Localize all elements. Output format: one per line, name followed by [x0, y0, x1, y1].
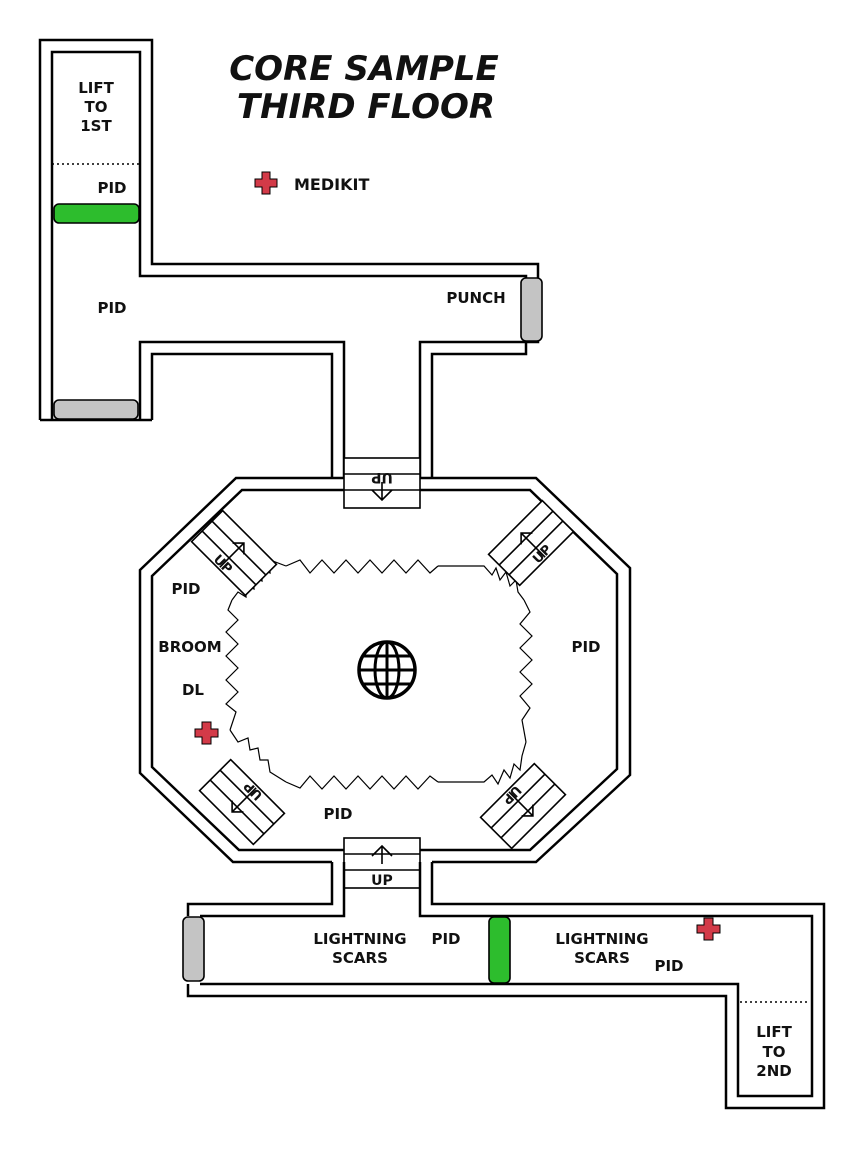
inner-zigzag-walls [225, 559, 533, 790]
broom-label: BROOM [158, 638, 221, 656]
pid-label-lower-1: PID [431, 930, 460, 948]
green-door-lift1[interactable] [53, 203, 140, 224]
lower-corridor-walls [186, 862, 826, 1110]
lightning-scars-2-line1: LIGHTNING [555, 930, 648, 948]
lift-to-1st-line2: TO [85, 98, 108, 116]
lift-to-2nd-line3: 2ND [756, 1062, 791, 1080]
medical-cross-icon[interactable] [696, 917, 721, 941]
stairs-bottom-left[interactable]: UP [198, 758, 286, 846]
stairs-top-right[interactable]: UP [487, 499, 575, 587]
legend-medikit-label: MEDIKIT [294, 175, 369, 194]
lift-to-2nd-line1: LIFT [756, 1023, 792, 1041]
bottom-stairs[interactable]: UP [343, 837, 421, 889]
lift-to-2nd-line2: TO [763, 1043, 786, 1061]
dl-label: DL [182, 681, 204, 699]
lightning-scars-2-line2: SCARS [574, 949, 630, 967]
medical-cross-icon[interactable] [194, 721, 219, 745]
lightning-scars-1-line1: LIGHTNING [313, 930, 406, 948]
pid-label-lift1: PID [97, 179, 126, 197]
stairs-bottom-right[interactable]: UP [479, 762, 567, 850]
lightning-scars-1-line2: SCARS [332, 949, 388, 967]
map-title-line2: THIRD FLOOR [237, 87, 495, 127]
lift-to-1st-line3: 1ST [80, 117, 112, 135]
gray-door-lower-left[interactable] [53, 399, 139, 420]
octagon-room-walls [138, 476, 632, 864]
stairs-top-left[interactable]: UP [190, 509, 278, 597]
bottom-stairs-up-label: UP [371, 873, 393, 889]
punch-label: PUNCH [446, 289, 505, 307]
lift-to-1st-line1: LIFT [78, 79, 114, 97]
green-door-lower-corridor[interactable] [488, 916, 511, 984]
globe-icon[interactable] [357, 640, 417, 700]
top-stairs-up-label: UP [371, 469, 393, 485]
pid-label-oct-bottom: PID [323, 805, 352, 823]
pid-label-oct-left: PID [171, 580, 200, 598]
pid-label-lower-2: PID [654, 957, 683, 975]
pid-label-oct-right: PID [571, 638, 600, 656]
top-stairs[interactable]: UP [343, 457, 421, 509]
map-title-line1: CORE SAMPLE [229, 49, 499, 89]
stairs-arrow-icon [371, 482, 393, 502]
pid-label-corridor: PID [97, 299, 126, 317]
gray-door-punch[interactable] [520, 277, 543, 342]
gray-door-lower-corridor[interactable] [182, 916, 205, 982]
legend-medikit-icon [254, 171, 278, 195]
stairs-arrow-icon [371, 844, 393, 864]
